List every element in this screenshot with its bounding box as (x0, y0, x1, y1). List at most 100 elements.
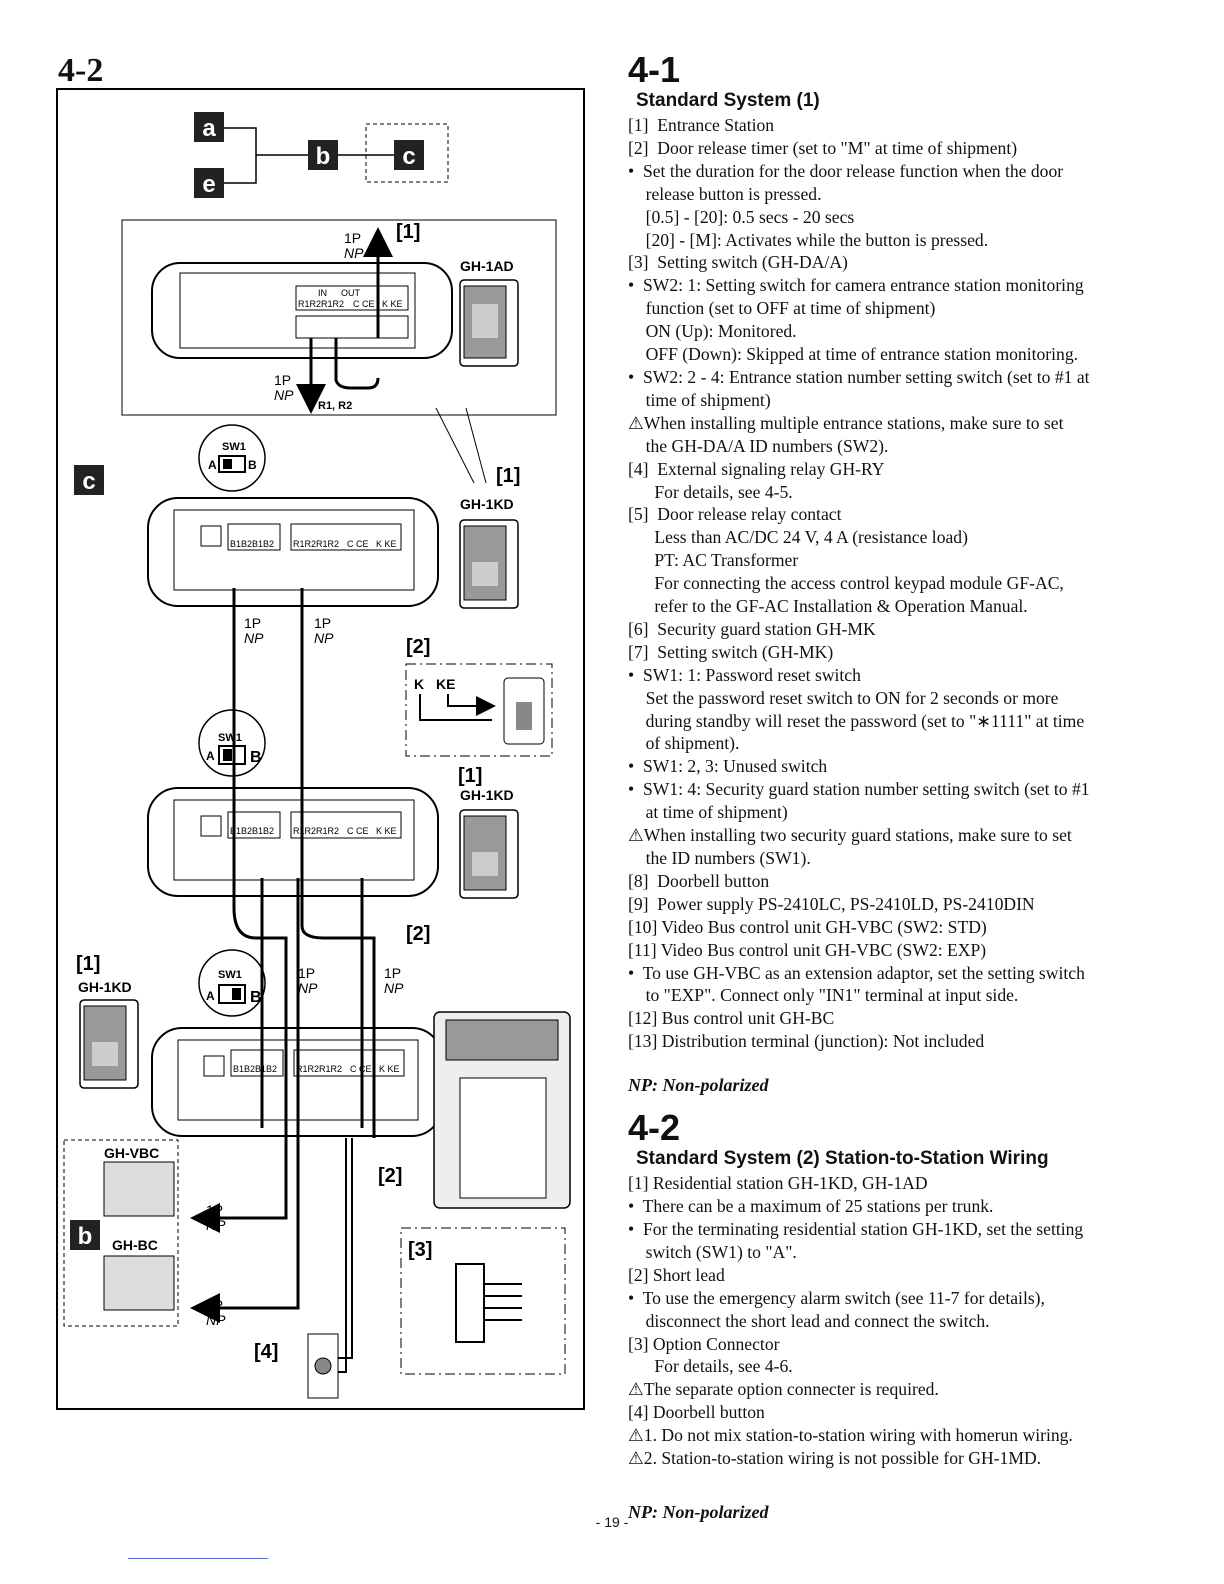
text-line: switch (SW1) to "A". (628, 1241, 797, 1262)
bottom-rule (128, 1558, 268, 1559)
text-line: [4] External signaling relay GH-RY (628, 458, 885, 479)
text-line: [3] Option Connector (628, 1333, 780, 1354)
svg-text:R1R2R1R2: R1R2R1R2 (298, 299, 344, 309)
svg-text:[2]: [2] (406, 923, 430, 945)
text-line: during standby will reset the password (… (628, 710, 1085, 731)
text-line: • SW2: 1: Setting switch for camera entr… (628, 275, 1084, 296)
text-line: [7] Setting switch (GH-MK) (628, 641, 834, 662)
text-line: [8] Doorbell button (628, 870, 770, 891)
text-line: • There can be a maximum of 25 stations … (628, 1196, 994, 1217)
section-body: [1] Residential station GH-1KD, GH-1AD• … (628, 1172, 1188, 1470)
svg-text:1P: 1P (344, 230, 361, 246)
text-line: [9] Power supply PS-2410LC, PS-2410LD, P… (628, 893, 1035, 914)
text-line: [3] Setting switch (GH-DA/A) (628, 252, 848, 273)
svg-text:[1]: [1] (458, 765, 482, 787)
svg-text:K KE: K KE (382, 299, 403, 309)
text-line: [2] Door release timer (set to "M" at ti… (628, 137, 1018, 158)
text-line: ⚠The separate option connecter is requir… (628, 1379, 939, 1400)
np-note: NP: Non-polarized (628, 1075, 769, 1096)
text-line: • SW1: 4: Security guard station number … (628, 779, 1090, 800)
svg-text:c: c (82, 468, 95, 495)
text-line: Set the password reset switch to ON for … (628, 687, 1059, 708)
svg-text:NP: NP (206, 1217, 226, 1233)
text-line: function (set to OFF at time of shipment… (628, 298, 936, 319)
svg-text:K KE: K KE (379, 1064, 400, 1074)
svg-text:OUT: OUT (341, 288, 361, 298)
text-line: disconnect the short lead and connect th… (628, 1310, 990, 1331)
svg-text:B: B (250, 749, 262, 766)
section-title: Standard System (1) (636, 90, 820, 111)
section-body: [1] Entrance Station[2] Door release tim… (628, 114, 1188, 1053)
svg-text:A: A (208, 458, 217, 472)
text-line: [13] Distribution terminal (junction): N… (628, 1031, 985, 1052)
text-line: [1] Residential station GH-1KD, GH-1AD (628, 1173, 928, 1194)
text-line: [20] - [M]: Activates while the button i… (628, 229, 989, 250)
text-line: • SW1: 1: Password reset switch (628, 664, 861, 685)
text-line: Less than AC/DC 24 V, 4 A (resistance lo… (628, 527, 968, 548)
text-line: to "EXP". Connect only "IN1" terminal at… (628, 985, 1019, 1006)
page-number: - 19 - (595, 1514, 629, 1530)
svg-text:NP: NP (384, 980, 404, 996)
svg-text:1P: 1P (244, 615, 261, 631)
svg-text:[2]: [2] (378, 1165, 402, 1187)
text-line: [12] Bus control unit GH-BC (628, 1008, 835, 1029)
text-line: [10] Video Bus control unit GH-VBC (SW2:… (628, 916, 987, 937)
text-line: • To use the emergency alarm switch (see… (628, 1287, 1045, 1308)
wiring-diagram-svg: a e b c IN OUT R1R2R1R2 C CE K KE [1] GH… (56, 88, 585, 1410)
svg-text:B1B2B1B2: B1B2B1B2 (230, 539, 274, 549)
text-line: ⚠When installing two security guard stat… (628, 825, 1072, 846)
section-4-1: 4-1 Standard System (1) [1] Entrance Sta… (628, 50, 1188, 1096)
svg-text:R1, R2: R1, R2 (318, 400, 352, 412)
svg-text:GH-1KD: GH-1KD (460, 787, 514, 803)
text-line: OFF (Down): Skipped at time of entrance … (628, 344, 1079, 365)
instructions-column: 4-1 Standard System (1) [1] Entrance Sta… (628, 50, 1188, 1523)
text-line: For connecting the access control keypad… (628, 573, 1064, 594)
text-line: the GH-DA/A ID numbers (SW2). (628, 435, 889, 456)
svg-text:[2]: [2] (406, 636, 430, 658)
svg-text:[1]: [1] (496, 465, 520, 487)
svg-text:GH-VBC: GH-VBC (104, 1145, 159, 1161)
text-line: time of shipment) (628, 389, 771, 410)
text-line: For details, see 4-6. (628, 1356, 793, 1377)
svg-text:c: c (402, 143, 415, 170)
svg-text:NP: NP (298, 980, 318, 996)
text-line: ⚠2. Station-to-station wiring is not pos… (628, 1448, 1042, 1469)
svg-text:GH-1KD: GH-1KD (460, 496, 514, 512)
text-line: [2] Short lead (628, 1264, 725, 1285)
text-line: [1] Entrance Station (628, 115, 775, 135)
svg-text:1P: 1P (298, 965, 315, 981)
svg-text:SW1: SW1 (222, 441, 246, 453)
section-b-marker: b (70, 1220, 100, 1250)
diagram-heading: 4-2 (58, 52, 104, 89)
section-4-2: 4-2 Standard System (2) Station-to-Stati… (628, 1108, 1188, 1523)
section-title: Standard System (2) Station-to-Station W… (636, 1148, 1049, 1170)
svg-text:K KE: K KE (376, 826, 397, 836)
section-c-marker: c (74, 465, 104, 495)
text-line: • Set the duration for the door release … (628, 160, 1064, 181)
text-line: the ID numbers (SW1). (628, 848, 811, 868)
svg-text:b: b (316, 143, 331, 170)
np-note: NP: Non-polarized (628, 1501, 769, 1522)
svg-text:GH-1KD: GH-1KD (78, 979, 132, 995)
wiring-diagram: a e b c IN OUT R1R2R1R2 C CE K KE [1] GH… (56, 88, 586, 1411)
svg-text:NP: NP (274, 387, 294, 403)
text-line: release button is pressed. (628, 183, 822, 204)
svg-text:NP: NP (244, 630, 264, 646)
text-line: ⚠1. Do not mix station-to-station wiring… (628, 1425, 1073, 1446)
svg-text:[1]: [1] (396, 221, 420, 243)
svg-text:K KE: K KE (376, 539, 397, 549)
svg-text:[3]: [3] (408, 1239, 432, 1261)
svg-text:1P: 1P (206, 1297, 223, 1313)
text-line: refer to the GF-AC Installation & Operat… (628, 596, 1028, 617)
legend-a: a (194, 112, 224, 142)
svg-text:C CE: C CE (347, 826, 369, 836)
svg-text:NP: NP (314, 630, 334, 646)
svg-text:C CE: C CE (353, 299, 375, 309)
svg-text:1P: 1P (274, 372, 291, 388)
svg-text:C CE: C CE (347, 539, 369, 549)
svg-text:a: a (202, 115, 216, 142)
svg-text:A: A (206, 749, 215, 763)
svg-text:KE: KE (436, 676, 455, 692)
svg-text:B1B2B1B2: B1B2B1B2 (233, 1064, 277, 1074)
svg-text:GH-1AD: GH-1AD (460, 258, 514, 274)
